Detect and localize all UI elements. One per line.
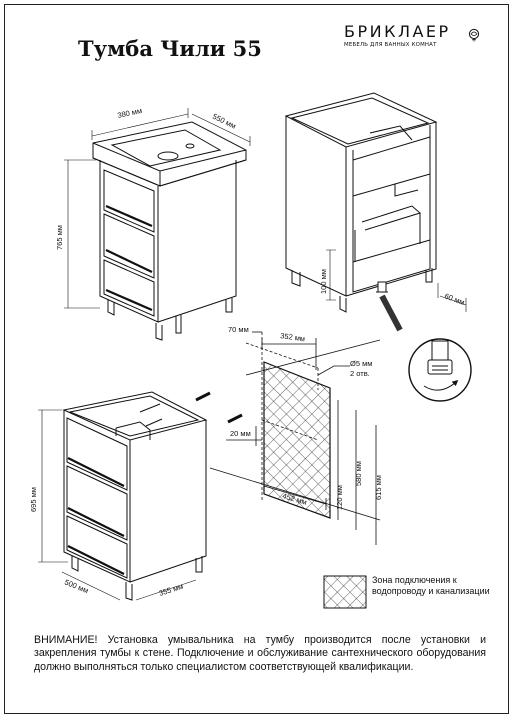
foot-detail-circle — [379, 294, 472, 402]
legend-label: Зона подключения к водопроводу и канализ… — [372, 575, 490, 596]
dim-height-front: 765 мм — [55, 225, 64, 250]
dim-body-depth: 500 мм — [63, 578, 89, 596]
dim-mount-20: 20 мм — [230, 429, 251, 438]
dim-inner-100: 100 мм — [319, 269, 328, 294]
dims-cabinet-2 — [326, 249, 467, 312]
brand-tagline: МЕБЕЛЬ ДЛЯ ВАННЫХ КОМНАТ — [344, 42, 437, 48]
dim-zone-615: 615 мм — [374, 475, 383, 500]
crosshatch-swatch-icon — [323, 575, 367, 609]
dims-cabinet-3 — [38, 409, 197, 601]
dim-top-depth: 380 мм — [117, 106, 143, 120]
dims-cabinet-1 — [64, 108, 251, 309]
brand-block: БРИКЛАЕР МЕБЕЛЬ ДЛЯ ВАННЫХ КОМНАТ — [344, 22, 484, 48]
dim-leg-60: 60 мм — [443, 291, 466, 307]
dim-hole-diameter: Ø5 мм — [350, 359, 372, 368]
rose-logo-icon — [468, 28, 480, 42]
cabinet-back-view — [284, 92, 438, 313]
dim-holes-count: 2 отв. — [350, 369, 370, 378]
page-frame — [4, 4, 509, 714]
dim-top-width: 550 мм — [211, 112, 237, 131]
cabinet-front-view — [62, 391, 208, 601]
dim-mount-70: 70 мм — [228, 325, 249, 334]
wall-mount-scheme — [195, 331, 381, 545]
dim-zone-580: 580 мм — [354, 461, 363, 486]
dim-mount-352: 352 мм — [280, 331, 306, 343]
warning-note: ВНИМАНИЕ! Установка умывальника на тумбу… — [34, 634, 486, 673]
dim-body-height: 695 мм — [29, 487, 38, 512]
cabinet-with-basin — [92, 121, 247, 341]
product-title: Тумба Чили 55 — [78, 36, 262, 61]
dim-zone-120: 120 мм — [335, 485, 344, 510]
dim-body-width: 355 мм — [158, 582, 184, 598]
brand-name: БРИКЛАЕР — [344, 22, 451, 41]
